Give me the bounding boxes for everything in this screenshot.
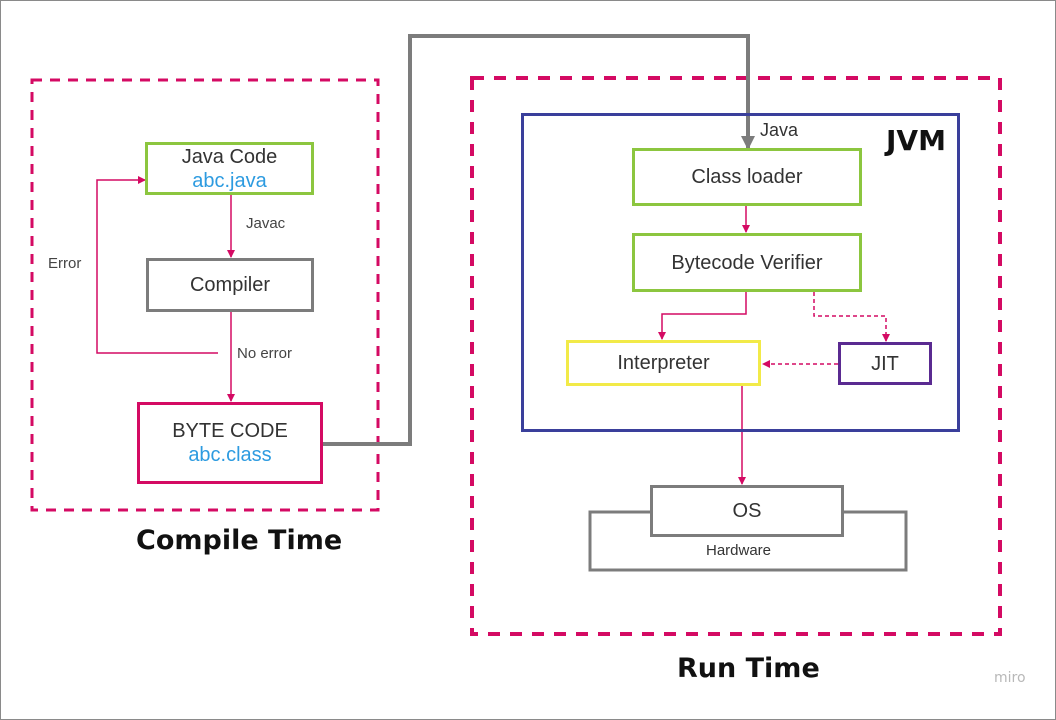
hardware-shape — [588, 510, 908, 572]
compile-time-region — [30, 78, 380, 512]
jit-label: JIT — [871, 352, 899, 375]
byte-code-box: BYTE CODE abc.class — [137, 402, 323, 484]
run-time-region — [470, 76, 1002, 636]
java-code-box: Java Code abc.java — [145, 142, 314, 195]
jvm-box — [521, 113, 960, 432]
error-label: Error — [48, 255, 82, 272]
java-label: Java — [760, 120, 799, 140]
javac-label: Javac — [246, 215, 286, 232]
bytecode-verifier-label: Bytecode Verifier — [671, 251, 823, 274]
os-label: OS — [732, 500, 762, 522]
interpreter-label: Interpreter — [617, 352, 710, 374]
java-code-file: abc.java — [192, 169, 267, 192]
java-code-title: Java Code — [181, 145, 278, 168]
verifier-to-interpreter-arrow — [658, 292, 747, 340]
class-loader-box: Class loader — [632, 148, 862, 206]
verifier-to-jit-arrow — [813, 292, 890, 342]
byte-code-title: BYTE CODE — [172, 420, 288, 442]
bytecode-to-jvm-connector — [322, 34, 755, 446]
compile-time-title: Compile Time — [136, 525, 343, 556]
interpreter-box: Interpreter — [566, 340, 761, 386]
run-time-title: Run Time — [677, 653, 820, 684]
class-loader-label: Class loader — [691, 166, 803, 188]
jit-box: JIT — [838, 342, 932, 385]
byte-code-file: abc.class — [188, 444, 272, 466]
no-error-label: No error — [237, 345, 293, 362]
jvm-title: JVM — [886, 124, 946, 157]
miro-watermark: miro — [994, 670, 1026, 686]
compiler-label: Compiler — [189, 274, 271, 296]
error-loop-arrow — [96, 176, 218, 354]
hardware-label: Hardware — [706, 542, 772, 559]
os-box: OS — [650, 485, 844, 537]
compiler-box: Compiler — [146, 258, 314, 312]
bytecode-verifier-box: Bytecode Verifier — [632, 233, 862, 292]
